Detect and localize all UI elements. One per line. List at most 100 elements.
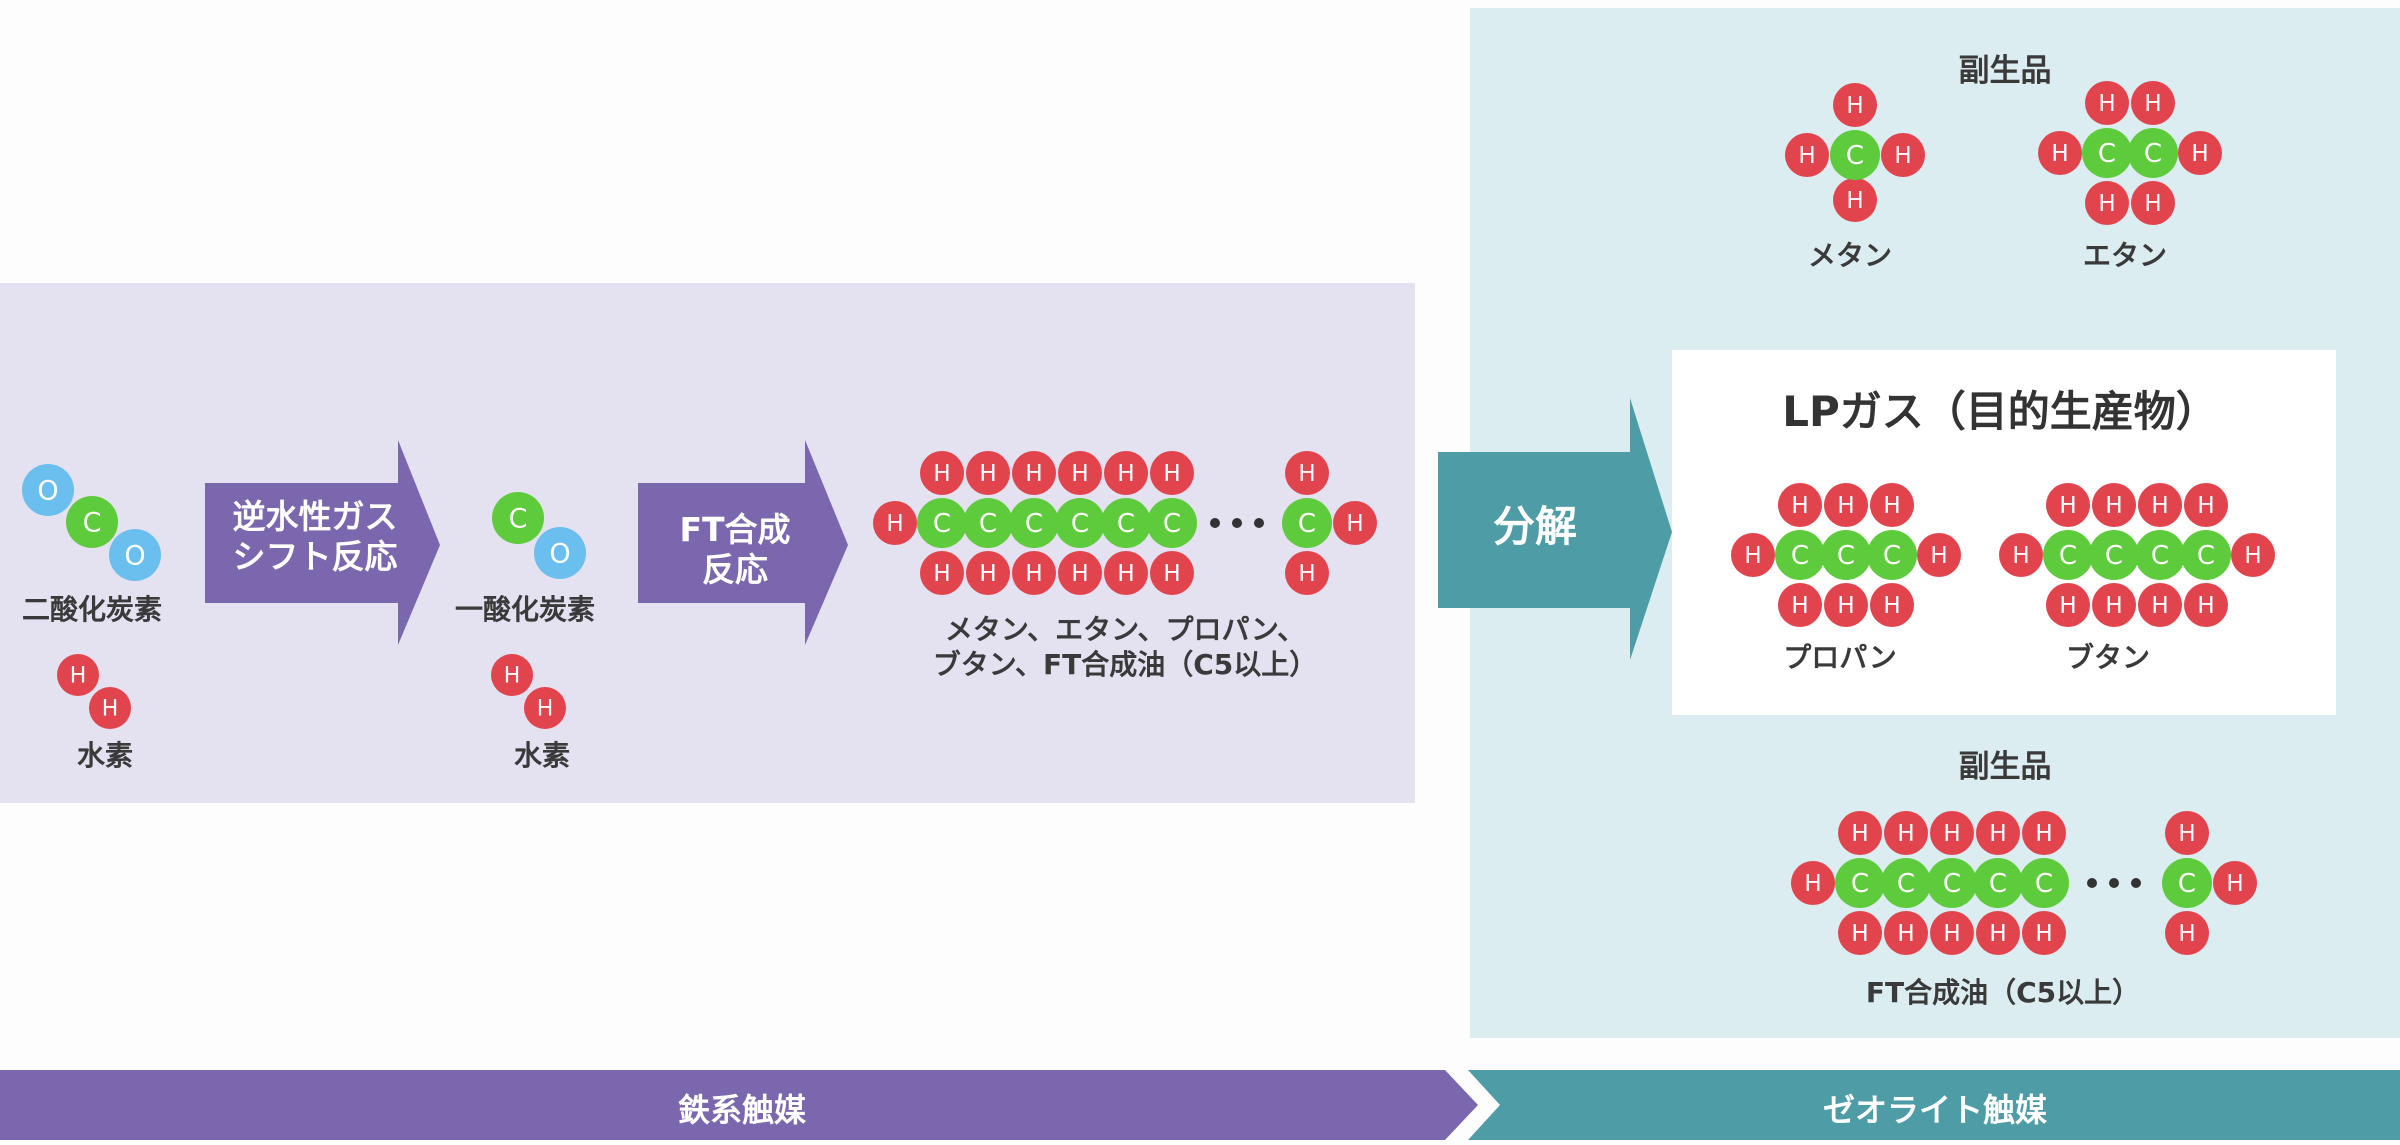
carbon-atom: C	[1055, 498, 1105, 548]
carbon-atom: C	[1867, 530, 1917, 580]
hydrogen-atom: H	[2138, 583, 2182, 627]
svg-text:C: C	[2035, 869, 2053, 899]
hydrogen-atom: H	[1976, 811, 2020, 855]
zeolite-catalyst-label: ゼオライト触媒	[1822, 1091, 2048, 1129]
svg-text:H: H	[886, 511, 903, 537]
svg-text:H: H	[2178, 921, 2195, 947]
propane-label: プロパン	[1783, 641, 1897, 674]
svg-text:H: H	[2144, 191, 2161, 217]
hydrogen-atom: H	[1833, 178, 1877, 222]
hydrogen-atom: H	[1058, 451, 1102, 495]
carbon-atom: C	[2019, 858, 2069, 908]
hydrogen-atom: H	[920, 551, 964, 595]
svg-text:H: H	[504, 664, 521, 689]
ellipsis-dot	[1232, 518, 1242, 528]
svg-text:H: H	[2197, 493, 2214, 519]
svg-text:C: C	[1791, 541, 1809, 571]
hydrogen-atom: H	[2184, 483, 2228, 527]
hydrogen-atom: H	[1884, 811, 1928, 855]
hydrogen-atom: H	[1104, 551, 1148, 595]
carbon-atom: C	[66, 496, 118, 548]
svg-text:H: H	[1897, 921, 1914, 947]
ellipsis-dot	[2109, 878, 2119, 888]
svg-text:H: H	[933, 461, 950, 487]
svg-text:H: H	[1804, 871, 1821, 897]
hydrogen-atom: H	[2022, 911, 2066, 955]
svg-text:H: H	[70, 664, 87, 689]
hydrogen-atom: H	[1884, 911, 1928, 955]
svg-text:H: H	[1163, 461, 1180, 487]
carbon-atom: C	[1775, 530, 1825, 580]
svg-text:C: C	[933, 509, 951, 539]
svg-text:H: H	[1989, 921, 2006, 947]
svg-text:C: C	[1071, 509, 1089, 539]
svg-text:H: H	[537, 697, 554, 722]
svg-text:C: C	[2197, 541, 2215, 571]
hydrogen-atom: H	[1870, 483, 1914, 527]
carbon-atom: C	[1881, 858, 1931, 908]
svg-text:H: H	[1930, 543, 1947, 569]
svg-text:C: C	[1897, 869, 1915, 899]
svg-text:C: C	[1851, 869, 1869, 899]
svg-text:C: C	[1163, 509, 1181, 539]
svg-text:C: C	[2178, 869, 2196, 899]
hydrogen-atom: H	[2092, 483, 2136, 527]
hydrogen-atom: H	[2178, 131, 2222, 175]
svg-text:H: H	[1846, 188, 1863, 214]
svg-text:H: H	[2178, 821, 2195, 847]
svg-text:H: H	[1163, 561, 1180, 587]
carbon-atom: C	[1009, 498, 1059, 548]
carbon-atom: C	[2082, 128, 2132, 178]
svg-text:H: H	[2244, 543, 2261, 569]
iron-catalyst-bar	[0, 1070, 1478, 1140]
hydrogen-label: 水素	[76, 739, 134, 772]
hydrogen-atom: H	[1833, 83, 1877, 127]
svg-text:H: H	[1744, 543, 1761, 569]
methane-label: メタン	[1807, 239, 1893, 272]
carbon-atom: C	[2089, 530, 2139, 580]
svg-text:H: H	[1117, 561, 1134, 587]
hydrogen-atom: H	[89, 687, 131, 729]
svg-text:C: C	[1883, 541, 1901, 571]
hydrogen-atom: H	[920, 451, 964, 495]
carbon-atom: C	[2181, 530, 2231, 580]
svg-text:C: C	[2059, 541, 2077, 571]
svg-text:H: H	[1989, 821, 2006, 847]
svg-text:H: H	[1025, 561, 1042, 587]
hydrogen-atom: H	[1930, 811, 1974, 855]
carbon-atom: C	[2135, 530, 2185, 580]
svg-text:C: C	[509, 503, 528, 534]
hydrogen-atom: H	[2038, 131, 2082, 175]
svg-text:H: H	[1837, 493, 1854, 519]
hydrogen-atom: H	[2184, 583, 2228, 627]
svg-text:H: H	[2105, 593, 2122, 619]
hydrogen-atom: H	[57, 654, 99, 696]
hydrogen-atom: H	[1012, 551, 1056, 595]
oxygen-atom: O	[109, 529, 161, 581]
lp-gas-title: LPガス（目的生産物）	[1782, 387, 2218, 436]
svg-text:H: H	[1851, 921, 1868, 947]
hydrogen-atom: H	[2046, 483, 2090, 527]
svg-text:H: H	[2151, 593, 2168, 619]
svg-text:O: O	[549, 538, 570, 569]
carbon-atom: C	[2043, 530, 2093, 580]
svg-text:O: O	[37, 475, 58, 506]
svg-text:H: H	[102, 697, 119, 722]
svg-text:H: H	[1791, 593, 1808, 619]
carbon-atom: C	[492, 492, 544, 544]
svg-text:H: H	[933, 561, 950, 587]
svg-text:H: H	[2144, 91, 2161, 117]
svg-text:H: H	[2059, 493, 2076, 519]
hydrogen-atom: H	[491, 654, 533, 696]
svg-text:H: H	[1894, 143, 1911, 169]
hydrogen-atom: H	[1104, 451, 1148, 495]
svg-text:C: C	[83, 507, 102, 538]
hydrogen-atom: H	[2092, 583, 2136, 627]
svg-text:C: C	[1846, 141, 1864, 171]
svg-text:H: H	[1883, 593, 1900, 619]
rwgs-arrow	[205, 440, 440, 645]
svg-text:H: H	[2051, 141, 2068, 167]
svg-text:H: H	[1943, 921, 1960, 947]
hydrogen-atom: H	[1881, 133, 1925, 177]
